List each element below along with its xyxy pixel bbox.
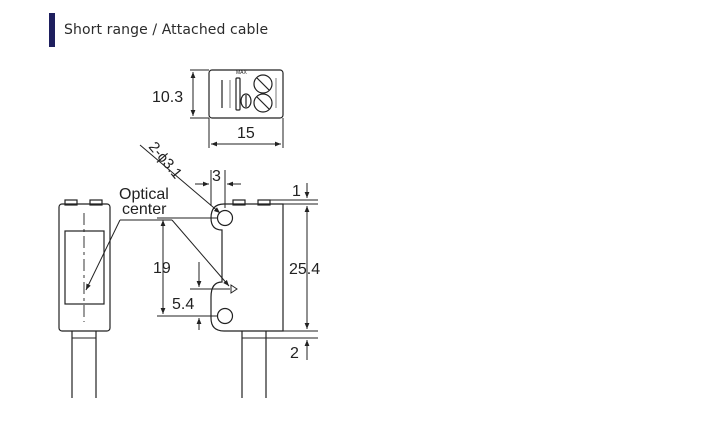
svg-text:MAX: MAX — [236, 70, 248, 76]
dim-top-width-label: 15 — [237, 125, 255, 142]
dim-top-height — [190, 69, 209, 119]
top-view: MAX — [208, 69, 284, 119]
optical-center-label-line2: center — [122, 201, 167, 218]
top-view-body — [208, 69, 284, 119]
dim-hole-offset-label: 3 — [212, 168, 221, 185]
dim-optical-19-label: 19 — [153, 260, 171, 277]
optical-center-leaders — [85, 219, 230, 291]
mount-hole-bottom — [216, 307, 234, 325]
dim-optical-19 — [157, 217, 218, 317]
dim-body-height-label: 25.4 — [289, 261, 320, 278]
side-view-lens — [64, 230, 105, 305]
dim-hole-offset — [195, 170, 241, 208]
dim-hole-label: 2-ϕ3.1 — [145, 139, 185, 183]
optical-center-label-line1: Optical — [119, 186, 169, 203]
dim-bottom-margin — [266, 337, 318, 360]
dim-optical-5-4 — [190, 262, 230, 330]
front-view-body — [210, 203, 284, 332]
front-view — [210, 199, 284, 398]
dim-top-margin-label: 1 — [292, 183, 301, 200]
side-view-body — [58, 203, 111, 332]
hole-leader — [139, 144, 221, 214]
side-view — [58, 199, 111, 398]
heading-accent-bar — [49, 13, 55, 47]
dim-top-width — [208, 118, 284, 148]
section-title: Short range / Attached cable — [64, 22, 269, 38]
dim-optical-5-4-label: 5.4 — [172, 296, 194, 313]
section-heading: Short range / Attached cable — [49, 13, 268, 47]
dim-body-height — [283, 206, 318, 332]
dim-bottom-margin-label: 2 — [290, 345, 299, 362]
dim-top-height-label: 10.3 — [152, 89, 183, 106]
dim-top-margin — [270, 183, 318, 205]
